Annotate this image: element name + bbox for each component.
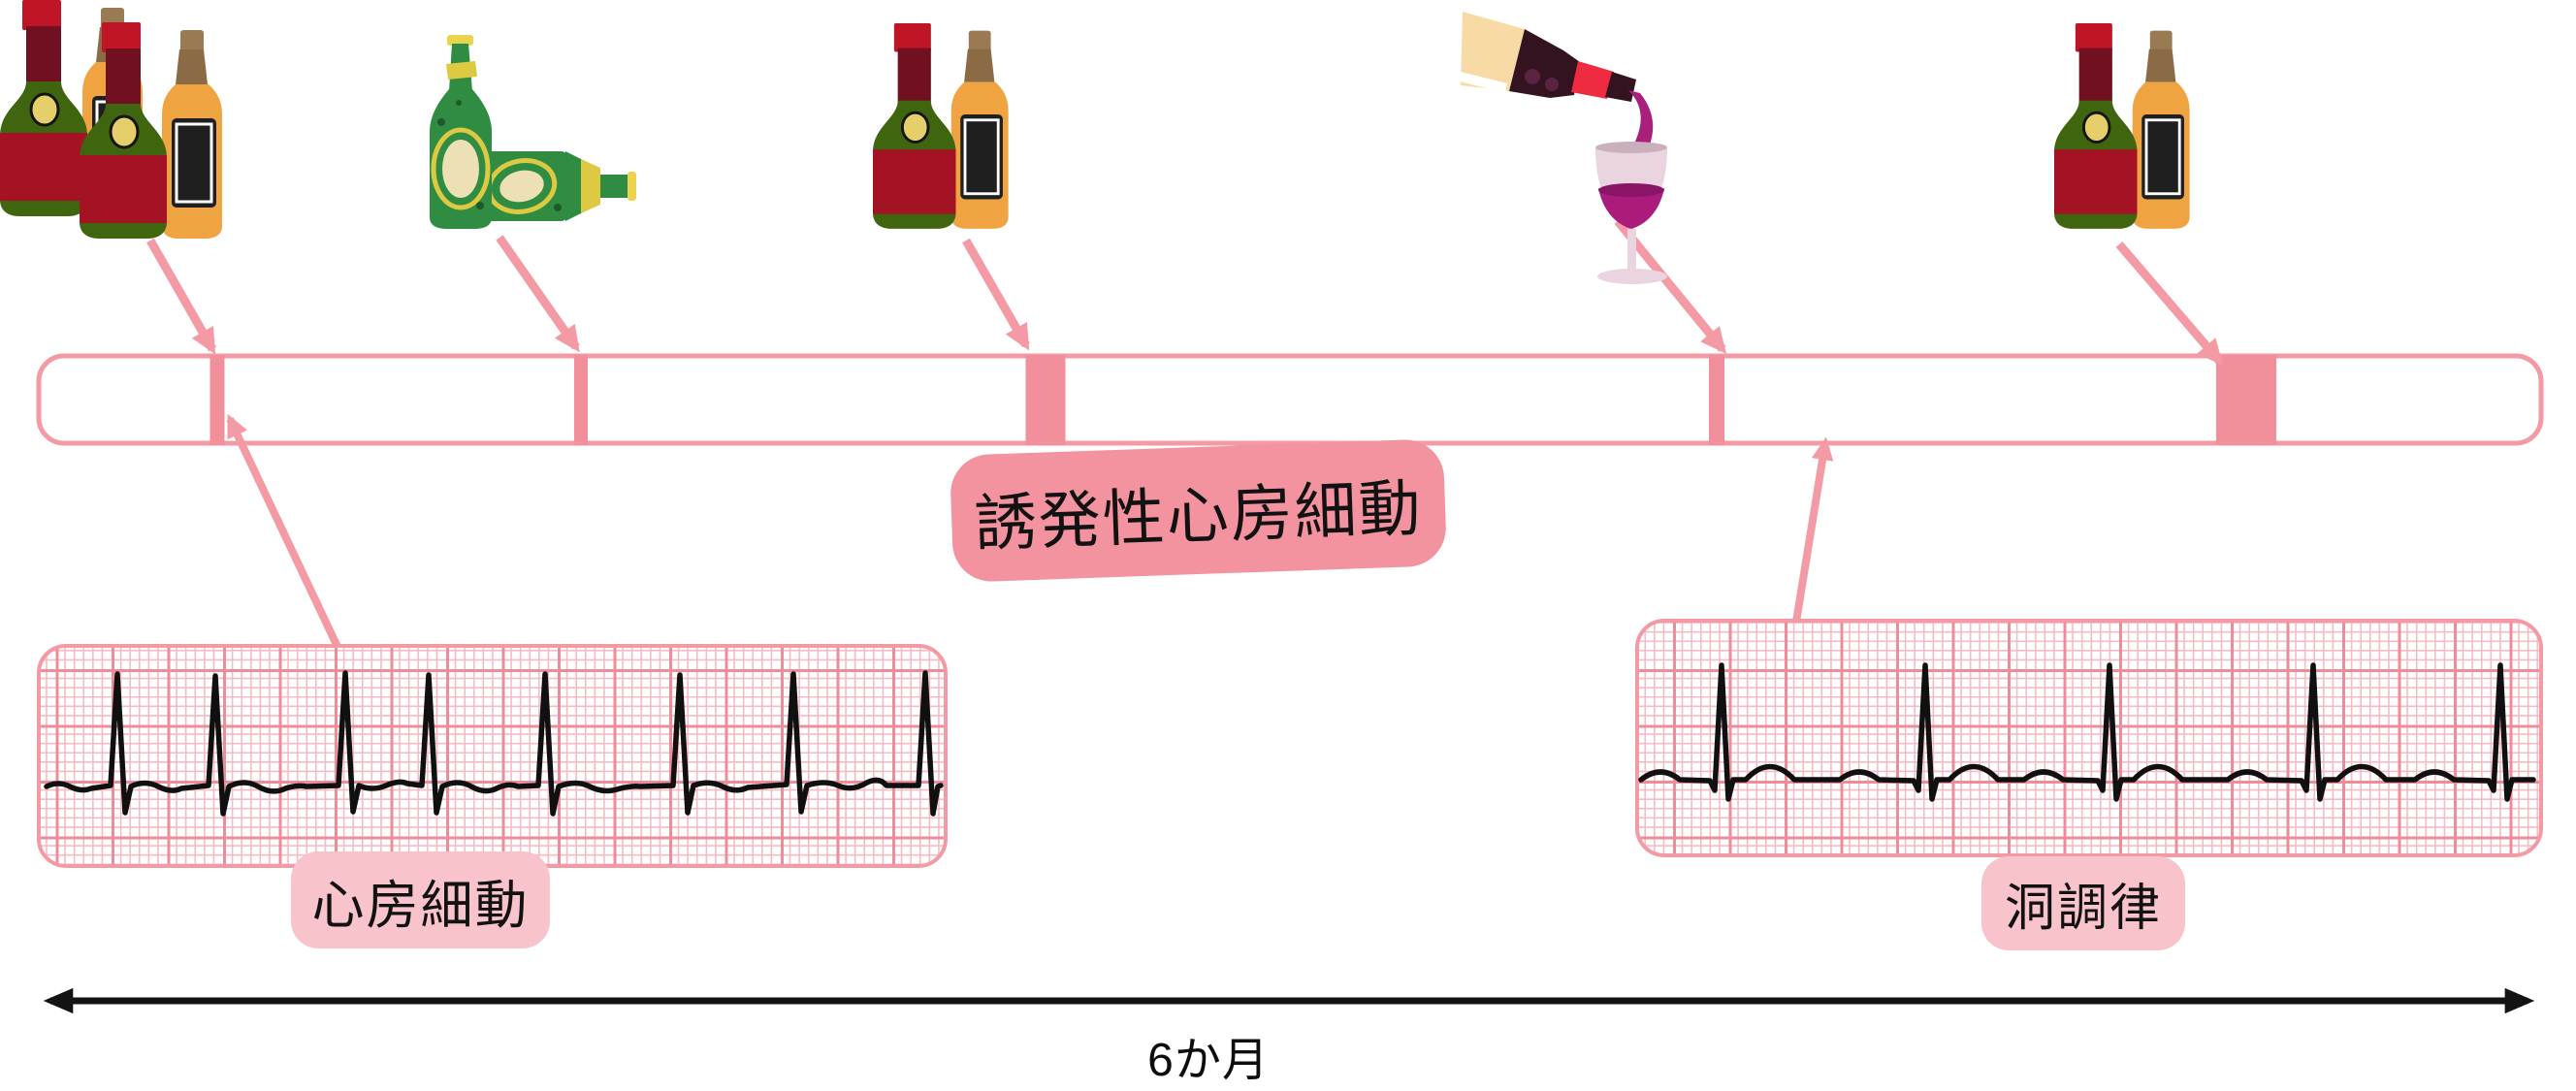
af-episode-marker (2216, 355, 2276, 445)
afib-trace (44, 670, 944, 817)
af-episode-marker (209, 355, 225, 445)
sinus-pointer-arrow (1792, 436, 1834, 623)
duration-label: 6か月 (1147, 1035, 1270, 1086)
afib-label: 心房細動 (311, 876, 530, 935)
trigger-arrow-2 (496, 235, 580, 353)
trigger-arrow-5 (2115, 241, 2224, 366)
beer-bottles-icon (430, 35, 636, 229)
ecg-afib-strip (37, 644, 948, 868)
timeline-bar (36, 353, 2544, 446)
liquor-bottles-icon (871, 21, 1011, 231)
sinus-badge: 洞調律 (1981, 856, 2185, 950)
trigger-arrow-3 (962, 238, 1030, 351)
liquor-bottles-icon (2052, 21, 2192, 231)
trigger-arrow-1 (146, 238, 216, 355)
ecg-sinus-strip (1635, 619, 2543, 857)
sinus-trace (1638, 662, 2536, 802)
afib-badge: 心房細動 (291, 851, 550, 948)
af-episode-marker (1025, 355, 1066, 445)
af-episode-markers (209, 355, 2276, 445)
wine-pour-icon (1460, 12, 1667, 284)
induced-af-badge: 誘発性心房細動 (949, 438, 1448, 583)
afib-pointer-arrow (226, 413, 341, 649)
trigger-arrows (146, 218, 2224, 366)
ecg-pointer-arrows (226, 413, 1834, 649)
af-episode-marker (574, 355, 588, 445)
induced-af-label: 誘発性心房細動 (973, 472, 1424, 559)
sinus-label: 洞調律 (2004, 881, 2162, 937)
af-episode-marker (1709, 355, 1724, 445)
